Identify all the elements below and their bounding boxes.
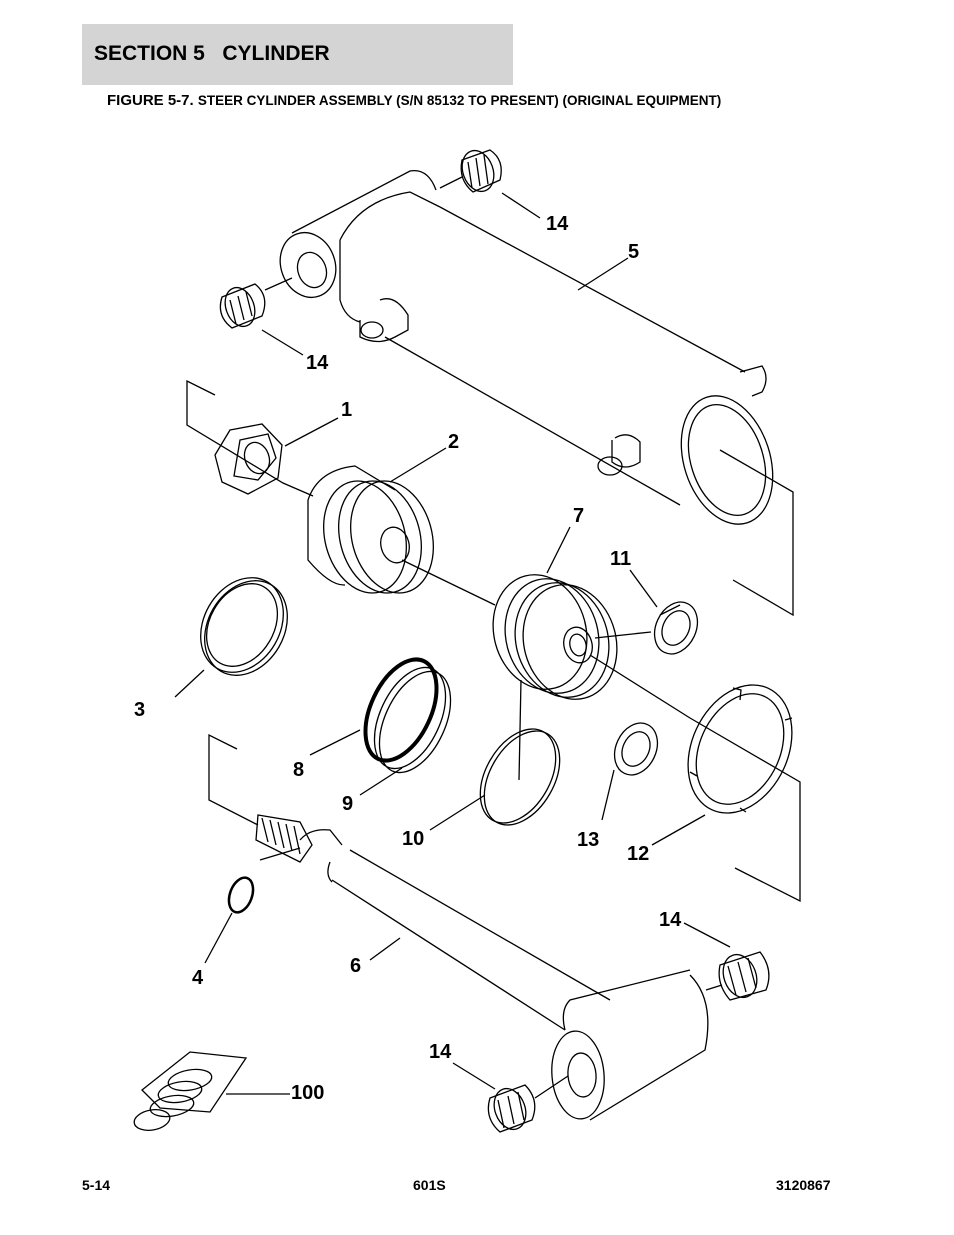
callout-14-upper-left: 14 xyxy=(306,352,329,374)
backup-ring xyxy=(373,666,452,774)
cylinder-head xyxy=(307,465,435,594)
rod-o-ring xyxy=(227,876,255,914)
nut xyxy=(214,423,283,495)
spanner-nut xyxy=(687,684,793,814)
o-ring xyxy=(363,657,439,763)
callout-9: 9 xyxy=(342,793,353,815)
bearing-top xyxy=(460,149,502,193)
callout-14-right: 14 xyxy=(659,909,682,931)
page-number: 5-14 xyxy=(82,1177,111,1193)
wiper-seal xyxy=(200,577,288,676)
bearing-right xyxy=(718,951,770,1001)
cylinder-barrel xyxy=(279,169,774,525)
seal-kit xyxy=(133,1051,248,1131)
callout-2: 2 xyxy=(448,431,459,453)
leader-lines xyxy=(174,192,731,1095)
lock-ring xyxy=(479,728,561,826)
figure-caption: FIGURE 5-7. STEER CYLINDER ASSEMBLY (S/N… xyxy=(107,92,721,109)
callout-14-bottom: 14 xyxy=(429,1041,452,1063)
manual-number: 3120867 xyxy=(776,1177,831,1193)
section-header: SECTION 5 CYLINDER xyxy=(82,24,513,85)
section-title: SECTION 5 CYLINDER xyxy=(94,42,330,65)
piston xyxy=(492,574,618,700)
callout-10: 10 xyxy=(402,828,424,850)
callout-12: 12 xyxy=(627,843,649,865)
figure-title: STEER CYLINDER ASSEMBLY (S/N 85132 TO PR… xyxy=(197,93,722,108)
bearing-bottom xyxy=(487,1084,536,1133)
callout-13: 13 xyxy=(577,829,599,851)
callout-6: 6 xyxy=(350,955,361,977)
callout-11: 11 xyxy=(610,548,631,570)
assembly-lines xyxy=(186,176,801,1099)
figure-number: FIGURE 5-7. xyxy=(107,92,198,109)
bearing-upper-left xyxy=(219,283,266,329)
seal-11 xyxy=(653,601,699,655)
callout-5: 5 xyxy=(628,241,639,263)
callout-3: 3 xyxy=(134,699,145,721)
callout-14-top: 14 xyxy=(546,213,569,235)
callout-1: 1 xyxy=(341,399,352,421)
seal-13 xyxy=(613,722,659,776)
callout-7: 7 xyxy=(573,505,584,527)
callout-100: 100 xyxy=(291,1082,324,1104)
callout-4: 4 xyxy=(192,967,204,989)
callout-8: 8 xyxy=(293,759,304,781)
model-number: 601S xyxy=(413,1177,446,1193)
